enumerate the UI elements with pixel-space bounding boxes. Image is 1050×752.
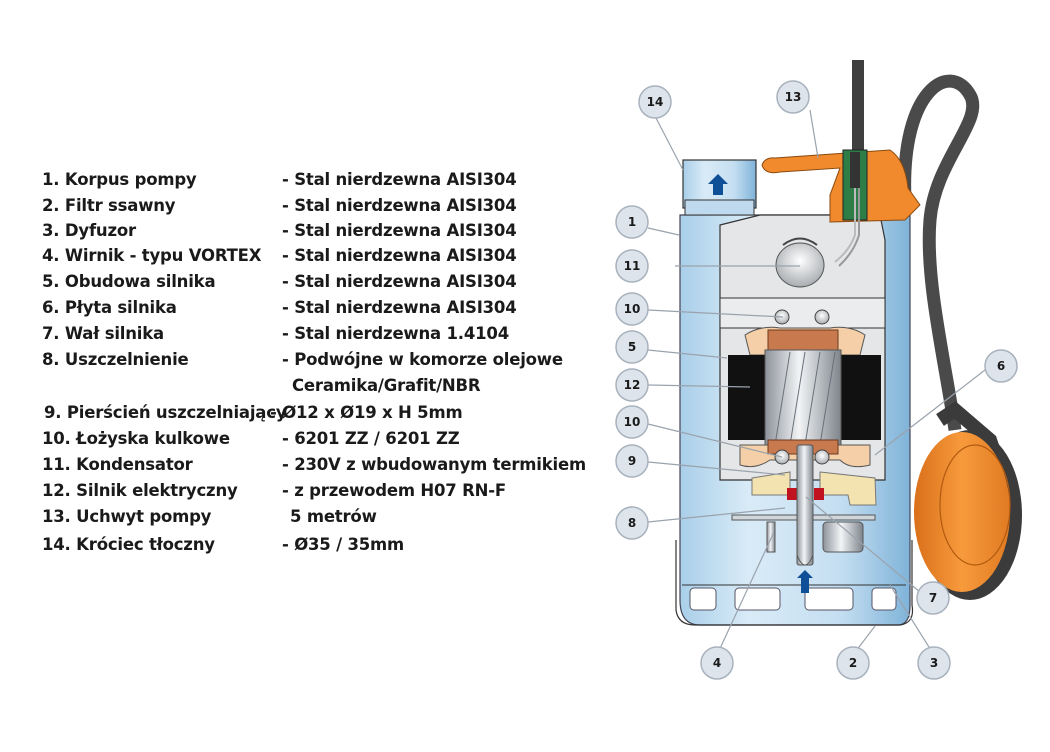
callout-3: 3 (917, 646, 951, 680)
svg-text:2: 2 (849, 656, 857, 670)
part-material: - Stal nierdzewna AISI304 (282, 170, 517, 189)
part-material: - Stal nierdzewna AISI304 (282, 221, 517, 240)
svg-text:10: 10 (624, 415, 641, 429)
svg-text:7: 7 (929, 591, 937, 605)
svg-text:12: 12 (624, 378, 641, 392)
part-label: 8. Uszczelnienie (42, 350, 189, 369)
part-label: 10. Łożyska kulkowe (42, 429, 230, 448)
inlet-arrow-icon (797, 570, 813, 593)
part-material: - 6201 ZZ / 6201 ZZ (282, 429, 460, 448)
callout-13: 13 (776, 80, 810, 114)
pump-handle (761, 149, 921, 223)
callout-4: 4 (700, 646, 734, 680)
motor-shaft (796, 444, 814, 566)
part-material: - Stal nierdzewna AISI304 (282, 272, 517, 291)
parts-legend: 1. Korpus pompy - Stal nierdzewna AISI304… (42, 170, 586, 554)
part-material-continued: Ceramika/Grafit/NBR (292, 376, 481, 395)
discharge-outlet (682, 159, 757, 216)
part-label: 12. Silnik elektryczny (42, 481, 238, 500)
callout-leaders (647, 109, 986, 656)
callout-5: 5 (615, 330, 649, 364)
float-switch (914, 401, 1022, 600)
callout-8: 8 (615, 506, 649, 540)
svg-text:5: 5 (628, 340, 636, 354)
part-material: - Podwójne w komorze olejowe (282, 350, 563, 369)
part-material-continued: 5 metrów (290, 507, 377, 526)
mechanical-seal (787, 488, 797, 500)
part-material: - Stal nierdzewna AISI304 (282, 196, 517, 215)
vortex-impeller (766, 521, 776, 553)
callout-6: 6 (984, 349, 1018, 383)
svg-text:4: 4 (713, 656, 721, 670)
capacitor (775, 242, 825, 288)
callout-12: 12 (615, 368, 649, 402)
part-material: - z przewodem H07 RN-F (282, 481, 506, 500)
part-label: 7. Wał silnika (42, 324, 164, 343)
part-material: - Stal nierdzewna 1.4104 (282, 324, 509, 343)
callout-10-lower: 10 (615, 405, 649, 439)
callout-9: 9 (615, 444, 649, 478)
svg-text:6: 6 (997, 359, 1005, 373)
suction-filter (675, 540, 914, 626)
part-material: - Stal nierdzewna AISI304 (282, 298, 517, 317)
part-material: - Ø12 x Ø19 x H 5mm (270, 403, 463, 422)
callout-14: 14 (638, 85, 672, 119)
callout-11: 11 (615, 249, 649, 283)
svg-text:3: 3 (930, 656, 938, 670)
outlet-arrow-icon (708, 174, 728, 195)
power-cable (852, 60, 980, 431)
svg-text:9: 9 (628, 454, 636, 468)
svg-text:1: 1 (628, 215, 636, 229)
pump-cross-section-diagram: 14 13 1 11 10 5 12 6 10 9 8 7 4 2 3 (615, 60, 1022, 680)
part-label: 13. Uchwyt pompy (42, 507, 212, 526)
part-label: 9. Pierścień uszczelniający (44, 403, 287, 422)
part-material: - Stal nierdzewna AISI304 (282, 246, 517, 265)
callout-10-upper: 10 (615, 292, 649, 326)
part-label: 3. Dyfuzor (42, 221, 136, 240)
svg-text:11: 11 (624, 259, 641, 273)
part-label: 2. Filtr ssawny (42, 196, 176, 215)
callout-1: 1 (615, 205, 649, 239)
callout-2: 2 (836, 646, 870, 680)
part-label: 11. Kondensator (42, 455, 193, 474)
svg-text:8: 8 (628, 516, 636, 530)
part-material: - 230V z wbudowanym termikiem (282, 455, 586, 474)
part-label: 4. Wirnik - typu VORTEX (42, 246, 262, 265)
part-label: 5. Obudowa silnika (42, 272, 216, 291)
part-material: - Ø35 / 35mm (282, 535, 405, 554)
svg-text:14: 14 (647, 95, 664, 109)
svg-text:13: 13 (785, 90, 802, 104)
part-label: 6. Płyta silnika (42, 298, 177, 317)
svg-text:10: 10 (624, 302, 641, 316)
part-label: 1. Korpus pompy (42, 170, 197, 189)
callout-7: 7 (916, 581, 950, 615)
part-label: 14. Króciec tłoczny (42, 535, 215, 554)
